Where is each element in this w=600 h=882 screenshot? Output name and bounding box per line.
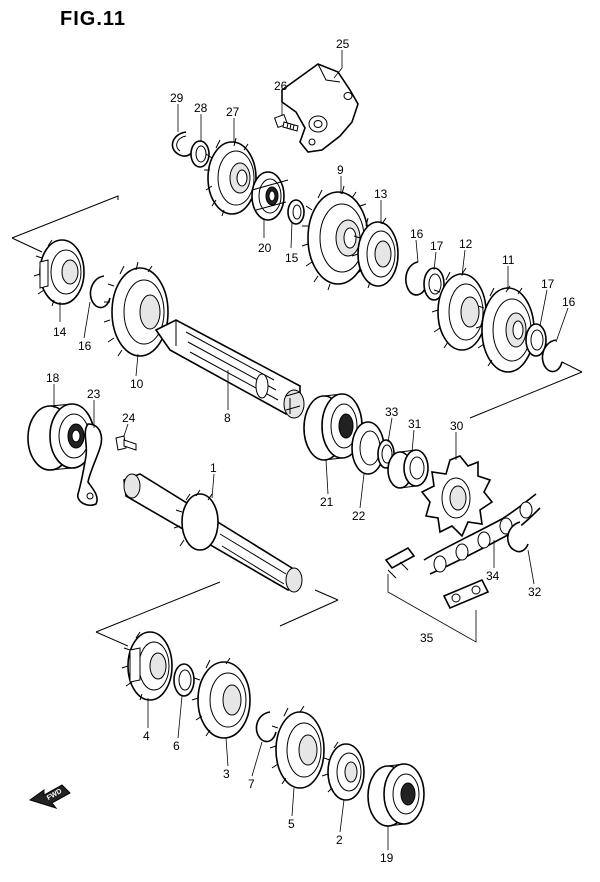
bearing-20	[251, 171, 289, 221]
callout-16-right: 16	[562, 295, 576, 309]
callout-15: 15	[285, 251, 299, 265]
callout-31: 31	[408, 417, 422, 431]
driveshaft-group-frame	[95, 581, 339, 647]
bearing-21	[303, 393, 363, 461]
countershaft-group-frame	[11, 195, 583, 419]
sprocket-30	[420, 455, 494, 538]
gear-27	[204, 137, 257, 217]
callout-20: 20	[258, 241, 272, 255]
washer-15	[287, 199, 305, 225]
callout-16-upper: 16	[410, 227, 424, 241]
callout-9: 9	[337, 163, 344, 177]
leader-lines	[53, 50, 569, 850]
gear-14	[33, 239, 85, 307]
callout-24: 24	[122, 411, 136, 425]
washer-6	[173, 663, 195, 697]
callout-28: 28	[194, 101, 208, 115]
callout-10: 10	[130, 377, 144, 391]
callout-8: 8	[224, 411, 231, 425]
circlip-16-upper	[405, 261, 427, 296]
callout-17-upper: 17	[430, 239, 444, 253]
countershaft-8	[154, 319, 305, 419]
gear-11	[475, 285, 535, 373]
callout-1: 1	[210, 461, 217, 475]
circlip-7	[255, 711, 277, 743]
bearing-19	[367, 763, 425, 827]
circlip-16-left	[89, 275, 111, 309]
callout-30: 30	[450, 419, 464, 433]
callout-16-left: 16	[78, 339, 92, 353]
gear-3	[191, 657, 251, 739]
fwd-direction-badge: FWD	[28, 784, 71, 809]
callout-17-lower: 17	[541, 277, 555, 291]
callout-34: 34	[486, 569, 500, 583]
spacer-31	[387, 449, 429, 489]
gear-12	[431, 267, 487, 351]
gear-13	[351, 217, 399, 289]
callout-33: 33	[385, 405, 399, 419]
gear-4	[121, 631, 173, 701]
callout-6: 6	[173, 739, 180, 753]
washer-28	[190, 140, 210, 168]
callout-7: 7	[248, 777, 255, 791]
callout-labels: 25 26 29 28 27 9 13 20 15 16 17 12 11 17…	[46, 37, 576, 865]
callout-22: 22	[352, 509, 366, 523]
callout-14: 14	[53, 325, 67, 339]
gear-2	[321, 741, 365, 801]
retainer-23	[77, 423, 103, 507]
callout-32: 32	[528, 585, 542, 599]
callout-5: 5	[288, 817, 295, 831]
drive-chain-34	[423, 493, 541, 575]
figure-title: FIG.11	[60, 8, 127, 30]
bolt-24	[115, 435, 137, 451]
callout-11: 11	[502, 253, 515, 267]
bearing-18	[27, 403, 95, 471]
callout-21: 21	[320, 495, 334, 509]
callout-19: 19	[380, 851, 394, 865]
callout-25: 25	[336, 37, 350, 51]
bolt-26	[273, 113, 299, 132]
callout-26: 26	[274, 79, 288, 93]
gear-5	[269, 705, 325, 789]
bracket-plate-25	[281, 63, 359, 153]
oil-seal-22	[351, 421, 385, 475]
callout-12: 12	[459, 237, 473, 251]
callout-35: 35	[420, 631, 434, 645]
washer-17-lower	[525, 323, 547, 357]
callout-2: 2	[336, 833, 343, 847]
callout-18: 18	[46, 371, 60, 385]
driveshaft-1	[123, 473, 303, 593]
callout-23: 23	[87, 387, 101, 401]
callout-13: 13	[374, 187, 388, 201]
callout-3: 3	[223, 767, 230, 781]
callout-27: 27	[226, 105, 240, 119]
gear-10	[103, 261, 169, 357]
gear-9	[301, 185, 369, 291]
callout-29: 29	[170, 91, 184, 105]
clip-32	[507, 521, 529, 553]
master-link-35	[384, 546, 490, 610]
callout-4: 4	[143, 729, 150, 743]
circlip-16-right	[541, 339, 563, 373]
